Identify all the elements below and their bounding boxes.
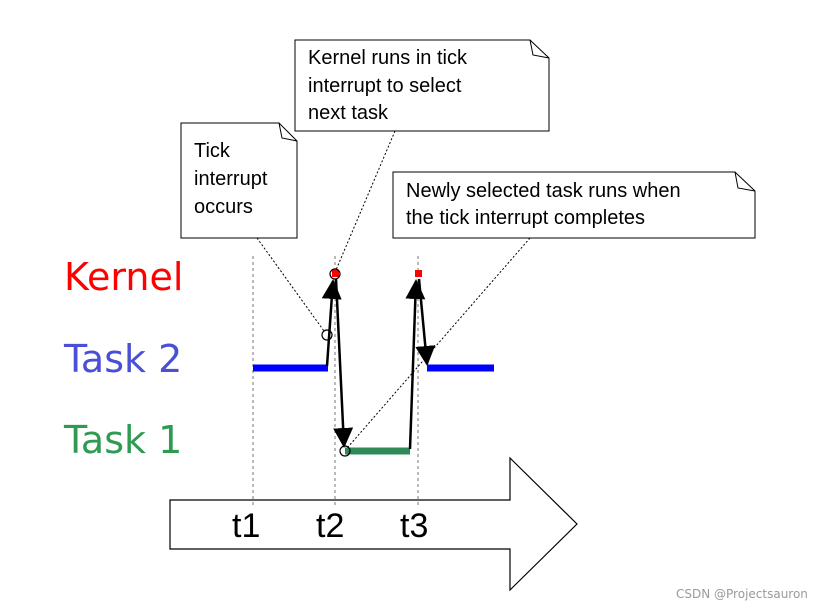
tick-callout-line-1: Tick	[194, 140, 231, 162]
watermark: CSDN @Projectsauron	[676, 587, 808, 601]
task1-start-circle	[339, 445, 351, 457]
kernel-run-marker-1	[332, 270, 339, 277]
kernel-runs-callout-line-1: Kernel runs in tick	[308, 47, 468, 69]
kernel-row-label: Kernel	[64, 255, 183, 299]
kernel-runs-callout: Kernel runs in tick interrupt to select …	[294, 39, 550, 132]
kernel-callout-leader	[335, 130, 396, 271]
switch-to-kernel-arrow-2	[405, 279, 426, 450]
time-label-t3: t3	[400, 507, 428, 545]
kernel-event-circle	[329, 268, 341, 280]
newly-selected-callout: Newly selected task runs when the tick i…	[392, 171, 756, 239]
switch-to-task1-arrow	[333, 278, 354, 448]
tick-callout: Tick interrupt occurs	[180, 122, 298, 239]
kernel-runs-callout-line-2: interrupt to select	[308, 75, 462, 97]
switch-to-kernel-arrow-1	[321, 279, 342, 367]
kernel-runs-callout-line-3: next task	[308, 102, 389, 124]
tick-callout-line-2: interrupt	[194, 168, 268, 190]
kernel-run-marker-2	[415, 270, 422, 277]
newly-callout-line-2: the tick interrupt completes	[406, 207, 645, 229]
newly-callout-leader	[347, 237, 531, 448]
time-axis-arrow	[169, 456, 578, 592]
tick-callout-leader	[256, 237, 325, 332]
tick-callout-fold	[278, 122, 298, 142]
newly-callout-line-1: Newly selected task runs when	[406, 180, 681, 202]
newly-callout-fold	[734, 171, 756, 192]
kernel-runs-callout-fold	[529, 39, 550, 59]
task2-row-label: Task 2	[63, 337, 182, 381]
task1-row-label: Task 1	[63, 418, 182, 462]
tick-callout-box	[180, 122, 298, 239]
switch-to-task2-arrow	[415, 278, 436, 366]
newly-callout-box	[392, 171, 756, 239]
time-label-t2: t2	[316, 507, 344, 545]
tick-callout-line-3: occurs	[194, 196, 253, 218]
kernel-runs-callout-box	[294, 39, 550, 132]
time-label-t1: t1	[232, 507, 260, 545]
tick-event-circle	[321, 329, 333, 341]
